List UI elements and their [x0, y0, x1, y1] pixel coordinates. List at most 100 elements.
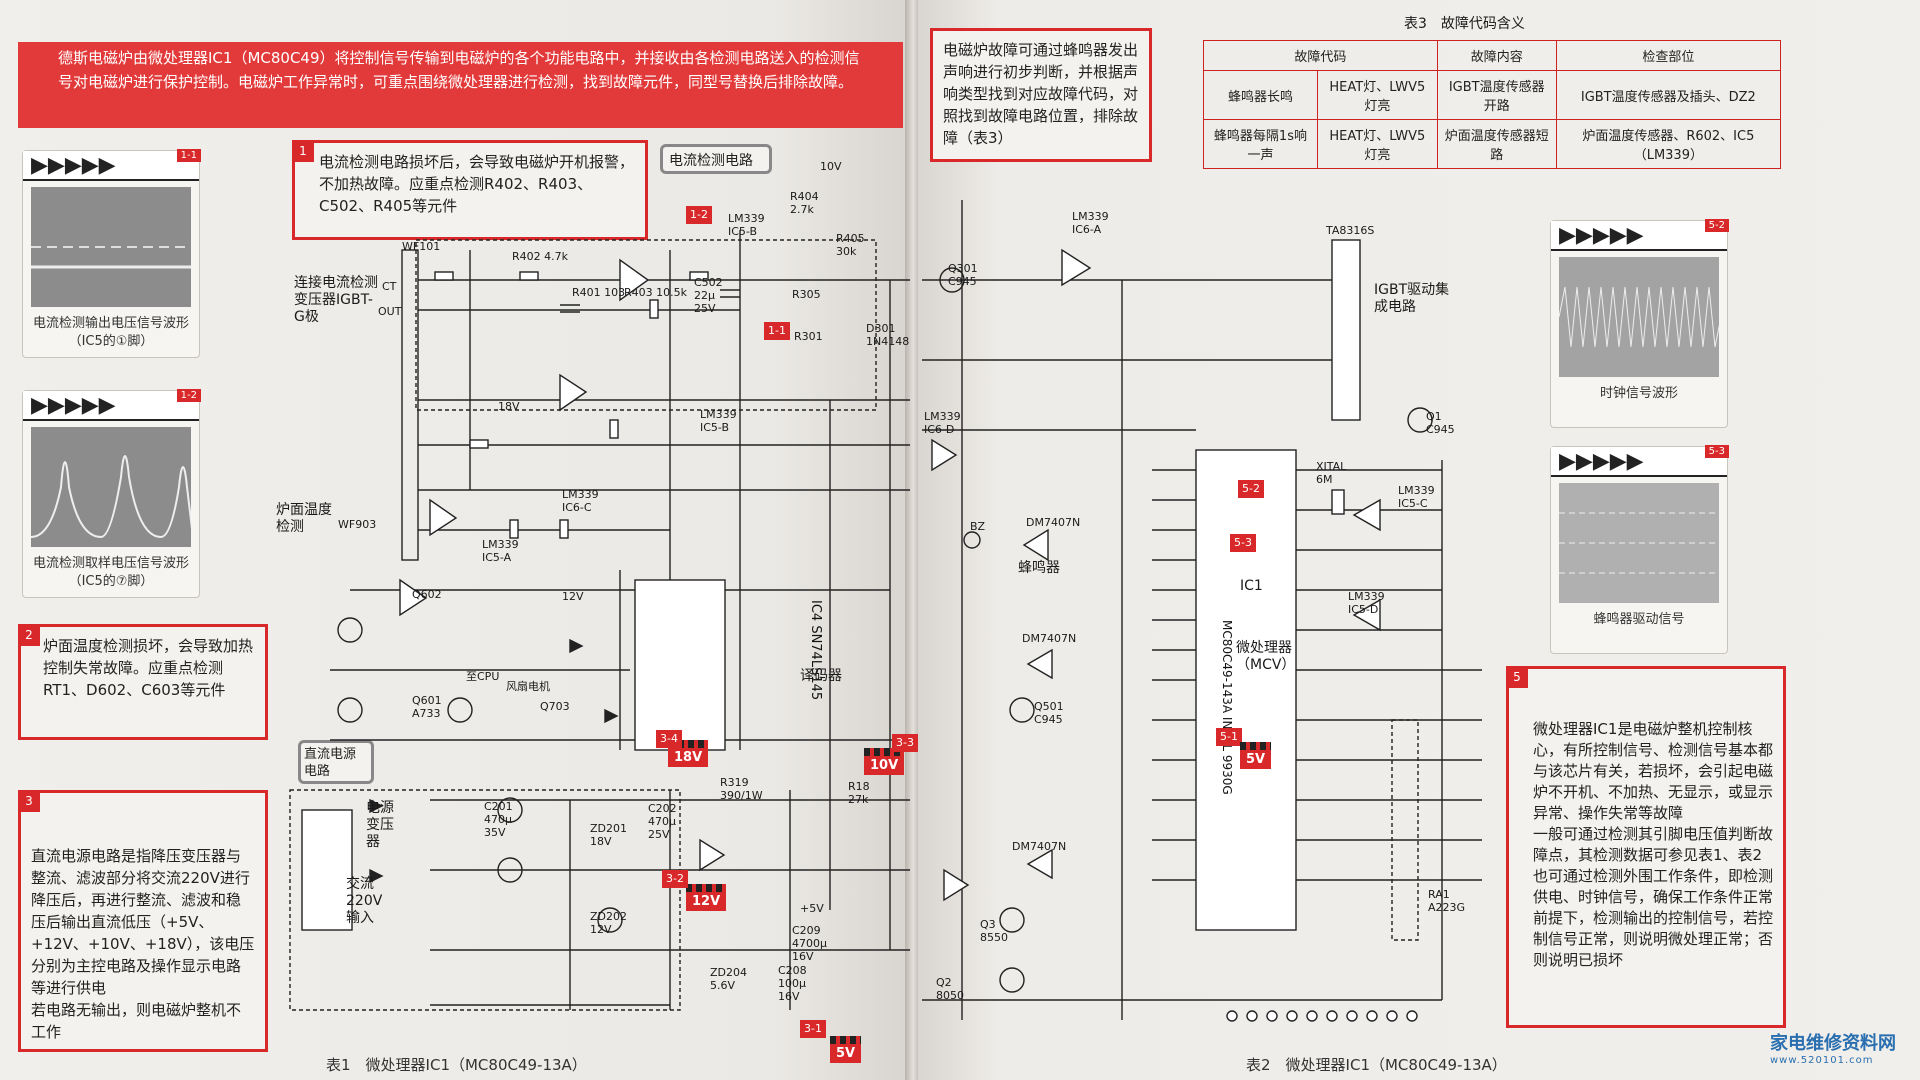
- oscilloscope-screen: [31, 427, 191, 547]
- tag-3-4: 3-4: [656, 730, 682, 748]
- label-r301: R301: [794, 330, 823, 343]
- label-mcu-chip: MC80C49-143A INTEL 9930G: [1220, 620, 1234, 795]
- label-18v-top: 18V: [498, 400, 520, 413]
- tag-3-1: 3-1: [800, 1020, 826, 1038]
- tag-5-1: 5-1: [1216, 728, 1242, 746]
- clapper-icon: ▶▶▶▶▶: [1551, 221, 1727, 251]
- oscilloscope-screen: [31, 187, 191, 307]
- label-dm7407-2: DM7407N: [1022, 632, 1077, 645]
- waveform-card-clock: ▶▶▶▶▶ 时钟信号波形 5-2: [1550, 219, 1729, 428]
- waveform-caption: 电流检测取样电压信号波形（IC5的⑦脚）: [32, 556, 189, 589]
- note-temp-detect: 2 炉面温度检测损坏，会导致加热控制失常故障。应重点检测RT1、D602、C60…: [18, 624, 268, 740]
- table-title: 表3 故障代码含义: [1404, 16, 1525, 32]
- callout-dc-power: 直流电源电路: [298, 740, 374, 784]
- label-ta8316: TA8316S: [1326, 224, 1375, 237]
- footer-right: 表2 微处理器IC1（MC80C49-13A）: [1246, 1056, 1507, 1074]
- label-igbt-driver: IGBT驱动集成电路: [1374, 282, 1450, 315]
- label-c209: C209 4700μ 16V: [792, 924, 827, 963]
- note-buzzer-codes: 电磁炉故障可通过蜂鸣器发出声响进行初步判断，并根据声响类型找到对应故障代码，对照…: [930, 28, 1152, 162]
- label-c202: C202 470μ 25V: [648, 802, 677, 841]
- label-bz: BZ: [970, 520, 986, 533]
- label-c502: C502 22μ 25V: [694, 276, 723, 315]
- label-c201: C201 470μ 35V: [484, 800, 513, 839]
- label-ic5d: LM339 IC5-D: [1348, 590, 1385, 616]
- label-ic4: IC4 SN74LS145: [808, 600, 823, 701]
- label-zd204: ZD204 5.6V: [710, 966, 748, 992]
- label-to-cpu: 至CPU: [466, 670, 500, 683]
- clock-signal-trace: [1559, 286, 1719, 348]
- label-buzzer: 蜂鸣器: [1018, 560, 1060, 576]
- label-q501: Q501 C945: [1034, 700, 1064, 726]
- label-r401: R401 103: [572, 286, 626, 299]
- label-r319: R319 390/1W: [720, 776, 763, 802]
- label-10v-top: 10V: [820, 160, 842, 173]
- label-ct: CT: [382, 280, 397, 293]
- tag-1-2: 1-2: [686, 206, 712, 224]
- label-5v-bottom: +5V: [800, 902, 824, 915]
- label-power-transformer: 电源变压器: [366, 800, 394, 850]
- label-ra1: RA1 A223G: [1428, 888, 1466, 914]
- label-q602: Q602: [412, 588, 442, 601]
- label-ac220: 交流220V输入: [346, 876, 383, 926]
- label-zd202: ZD202 12V: [590, 910, 628, 936]
- schematic-right: [922, 200, 1482, 1022]
- label-ic6a: LM339 IC6-A: [1072, 210, 1109, 236]
- note-dc-power: 3 直流电源电路是指降压变压器与整流、滤波部分将交流220V进行降压后，再进行整…: [18, 790, 268, 1052]
- label-ic5b-2: LM339 IC5-B: [700, 408, 737, 434]
- fault-code-table: 故障代码 故障内容 检查部位 蜂鸣器长鸣 HEAT灯、LWV5灯亮 IGBT温度…: [1203, 40, 1782, 169]
- label-transformer: 连接电流检测变压器IGBT-G极: [294, 275, 378, 325]
- waveform-card-current-output: ▶▶▶▶▶ 电流检测输出电压信号波形（IC5的①脚） 1-1: [22, 149, 201, 358]
- wave-tag: 1-1: [176, 149, 201, 162]
- wave-tag: 5-2: [1704, 219, 1729, 232]
- label-q601: Q601 A733: [412, 694, 442, 720]
- volt-tag-5v: 5V: [830, 1036, 862, 1063]
- label-q2: Q2 8050: [936, 976, 964, 1002]
- table-header-row: 故障代码 故障内容 检查部位: [1203, 40, 1782, 71]
- label-wf101: WF101: [402, 240, 441, 253]
- volt-tag-18v: 18V: [668, 740, 709, 767]
- clapper-icon: ▶▶▶▶▶: [1551, 447, 1727, 477]
- label-ic5c: LM339 IC5-C: [1398, 484, 1435, 510]
- th-content: 故障内容: [1436, 40, 1557, 71]
- label-q301: Q301 C945: [948, 262, 978, 288]
- oscilloscope-screen: [1559, 257, 1719, 377]
- label-q703: Q703: [540, 700, 570, 713]
- label-ic6c: LM339 IC6-C: [562, 488, 599, 514]
- tag-1-1: 1-1: [764, 322, 790, 340]
- clapper-icon: ▶▶▶▶▶: [23, 391, 199, 421]
- volt-tag-mcu-5v: 5V: [1240, 742, 1272, 769]
- label-12v-mid: 12V: [562, 590, 584, 603]
- volt-tag-10v: 10V: [864, 748, 905, 775]
- wave-tag: 1-2: [176, 389, 201, 402]
- label-r404: R404 2.7k: [790, 190, 819, 216]
- label-r402: R402 4.7k: [512, 250, 568, 263]
- site-watermark: 家电维修资料网 www.520101.com: [1770, 1033, 1896, 1066]
- label-out: OUT: [378, 305, 402, 318]
- schematic-left: [289, 230, 910, 1011]
- volt-tag-12v: 12V: [686, 884, 727, 911]
- tag-3-3: 3-3: [892, 734, 918, 752]
- label-ic5b: LM339 IC5-B: [728, 212, 765, 238]
- label-r18: R18 27k: [848, 780, 870, 806]
- waveform-card-buzzer: ▶▶▶▶▶ 蜂鸣器驱动信号 5-3: [1550, 445, 1729, 654]
- clapper-icon: ▶▶▶▶▶: [23, 151, 199, 181]
- label-q1: Q1 C945: [1426, 410, 1455, 436]
- label-q3: Q3 8550: [980, 918, 1008, 944]
- tag-5-2: 5-2: [1238, 480, 1264, 498]
- wave-tag: 5-3: [1704, 445, 1729, 458]
- waveform-caption: 时钟信号波形: [1599, 386, 1678, 401]
- table-row: 蜂鸣器长鸣 HEAT灯、LWV5灯亮 IGBT温度传感器开路 IGBT温度传感器…: [1203, 70, 1782, 120]
- label-decoder: 译码器: [800, 668, 842, 684]
- table-row: 蜂鸣器每隔1s响一声 HEAT灯、LWV5灯亮 炉面温度传感器短路 炉面温度传感…: [1203, 119, 1782, 169]
- label-temp-detect: 炉面温度检测: [276, 502, 332, 535]
- th-code: 故障代码: [1203, 40, 1438, 71]
- label-ic1: IC1: [1240, 578, 1263, 594]
- waveform-caption: 蜂鸣器驱动信号: [1593, 612, 1685, 627]
- waveform-card-current-sample: ▶▶▶▶▶ 电流检测取样电压信号波形（IC5的⑦脚） 1-2: [22, 389, 201, 598]
- buzzer-signal-trace: [1559, 512, 1719, 574]
- label-fan: 风扇电机: [506, 680, 550, 693]
- label-d301: D301 1N4148: [866, 322, 910, 348]
- label-ic5a: LM339 IC5-A: [482, 538, 519, 564]
- label-wf903: WF903: [338, 518, 377, 531]
- tag-3-2: 3-2: [662, 870, 688, 888]
